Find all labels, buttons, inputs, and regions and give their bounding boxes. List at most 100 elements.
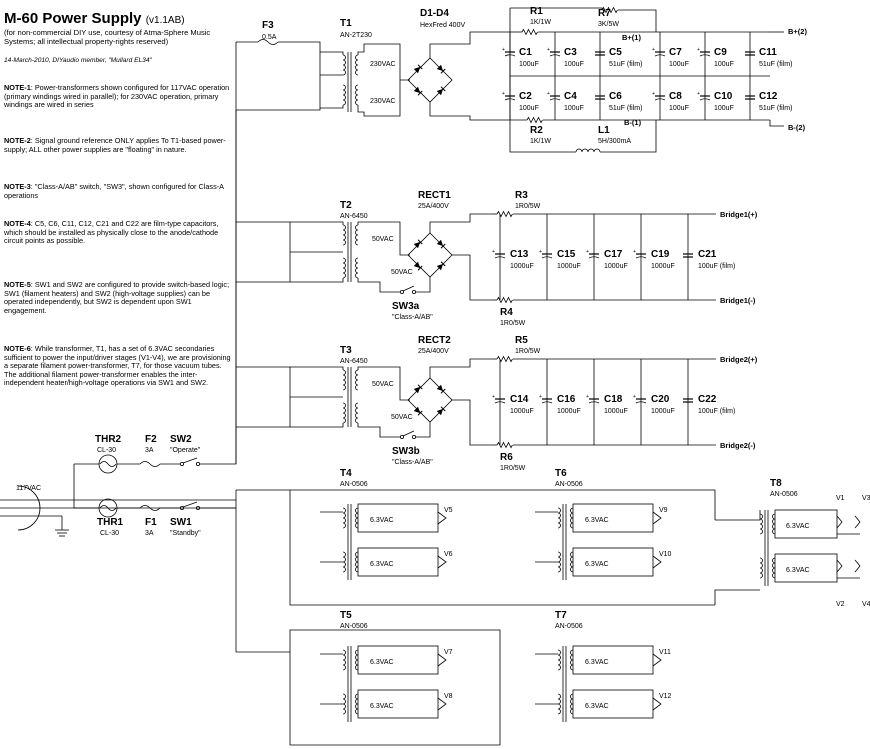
tube-v12: V12 bbox=[659, 693, 672, 700]
svg-text:6.3VAC: 6.3VAC bbox=[585, 561, 609, 568]
svg-text:1R0/5W: 1R0/5W bbox=[500, 465, 526, 472]
svg-text:T4: T4 bbox=[340, 468, 352, 479]
svg-text:C4: C4 bbox=[564, 91, 577, 102]
svg-text:50VAC: 50VAC bbox=[391, 414, 413, 421]
mains-input: 117VAC bbox=[0, 485, 236, 537]
l1-inductor: L1 5H/300mA bbox=[575, 125, 631, 153]
svg-text:6.3VAC: 6.3VAC bbox=[370, 517, 394, 524]
mains-label: 117VAC bbox=[16, 485, 41, 492]
svg-text:C12: C12 bbox=[759, 91, 778, 102]
svg-text:R1: R1 bbox=[530, 6, 543, 17]
svg-text:100uF: 100uF bbox=[669, 61, 689, 68]
note-1: NOTE-1: Power-transformers shown configu… bbox=[4, 83, 230, 110]
bridge-section-1: T2AN-645050VAC50VACSW3a"Class-A/AB"RECT1… bbox=[236, 190, 758, 327]
svg-text:D1-D4: D1-D4 bbox=[420, 8, 449, 19]
terminal-b-minus-1: B-(1) bbox=[624, 118, 642, 127]
svg-text:25A/400V: 25A/400V bbox=[418, 203, 449, 210]
svg-text:100uF: 100uF bbox=[519, 61, 539, 68]
svg-text:C10: C10 bbox=[714, 91, 733, 102]
svg-text:C8: C8 bbox=[669, 91, 682, 102]
svg-text:T8: T8 bbox=[770, 478, 782, 489]
svg-text:"Class-A/AB": "Class-A/AB" bbox=[392, 314, 433, 321]
svg-text:T2: T2 bbox=[340, 200, 352, 211]
tube-v5: V5 bbox=[444, 507, 453, 514]
capacitor-c7: C7 100uF bbox=[651, 46, 689, 68]
svg-text:SW1: SW1 bbox=[170, 517, 192, 528]
svg-text:C20: C20 bbox=[651, 394, 670, 405]
capacitor-c8: C8 100uF bbox=[651, 90, 689, 112]
note-3: NOTE-3: "Class-A/AB" switch, "SW3", show… bbox=[4, 182, 224, 200]
svg-text:C3: C3 bbox=[564, 47, 577, 58]
r1-resistor: R1 1K/1W bbox=[521, 6, 551, 35]
capacitor-c1: C1 100uF bbox=[501, 46, 539, 68]
svg-text:THR1: THR1 bbox=[97, 517, 124, 528]
svg-text:C9: C9 bbox=[714, 47, 727, 58]
svg-text:230VAC: 230VAC bbox=[370, 98, 396, 105]
bridge-sections: T2AN-645050VAC50VACSW3a"Class-A/AB"RECT1… bbox=[236, 190, 758, 472]
svg-text:3A: 3A bbox=[145, 530, 154, 537]
svg-text:C13: C13 bbox=[510, 249, 529, 260]
svg-text:1R0/5W: 1R0/5W bbox=[515, 348, 541, 355]
svg-text:C2: C2 bbox=[519, 91, 532, 102]
svg-text:L1: L1 bbox=[598, 125, 610, 136]
svg-text:51uF (film): 51uF (film) bbox=[609, 61, 642, 68]
svg-text:R2: R2 bbox=[530, 125, 543, 136]
thr2: THR2 CL-30 bbox=[95, 434, 122, 474]
svg-text:230VAC: 230VAC bbox=[370, 61, 396, 68]
sw3a-switch: SW3a "Class-A/AB" bbox=[392, 285, 433, 321]
terminal-bridge2-minus: Bridge2(-) bbox=[720, 441, 756, 450]
svg-text:R3: R3 bbox=[515, 190, 528, 201]
tube-v4: V4 bbox=[862, 601, 870, 608]
notes-panel: M-60 Power Supply (v1.1AB) (for non-comm… bbox=[0, 0, 232, 420]
svg-text:C7: C7 bbox=[669, 47, 682, 58]
svg-text:1000uF: 1000uF bbox=[604, 263, 628, 270]
svg-text:50VAC: 50VAC bbox=[372, 236, 394, 243]
svg-text:6.3VAC: 6.3VAC bbox=[585, 659, 609, 666]
subtitle: (for non-commercial DIY use, courtesy of… bbox=[4, 28, 211, 46]
svg-text:100uF: 100uF bbox=[714, 105, 734, 112]
svg-text:C16: C16 bbox=[557, 394, 576, 405]
svg-text:SW3a: SW3a bbox=[392, 301, 420, 312]
svg-text:F2: F2 bbox=[145, 434, 157, 445]
terminal-b-plus-1: B+(1) bbox=[622, 33, 641, 42]
svg-text:"Class-A/AB": "Class-A/AB" bbox=[392, 459, 433, 466]
svg-text:R7: R7 bbox=[598, 8, 611, 19]
svg-text:1K/1W: 1K/1W bbox=[530, 138, 551, 145]
tube-v10: V10 bbox=[659, 551, 672, 558]
note-5: NOTE-5: SW1 and SW2 are configured to pr… bbox=[4, 280, 230, 315]
capacitor-c3: C3 100uF bbox=[546, 46, 584, 68]
terminal-bridge1-minus: Bridge1(-) bbox=[720, 296, 756, 305]
svg-text:6.3VAC: 6.3VAC bbox=[585, 703, 609, 710]
svg-text:50VAC: 50VAC bbox=[372, 381, 394, 388]
svg-text:C5: C5 bbox=[609, 47, 622, 58]
svg-text:6.3VAC: 6.3VAC bbox=[370, 561, 394, 568]
svg-text:25A/400V: 25A/400V bbox=[418, 348, 449, 355]
r7-resistor: R7 3K/5W bbox=[598, 7, 619, 28]
svg-text:C1: C1 bbox=[519, 47, 532, 58]
svg-text:R4: R4 bbox=[500, 307, 513, 318]
svg-text:100uF: 100uF bbox=[669, 105, 689, 112]
svg-text:6.3VAC: 6.3VAC bbox=[370, 659, 394, 666]
svg-text:1000uF: 1000uF bbox=[557, 408, 581, 415]
svg-text:C22: C22 bbox=[698, 394, 717, 405]
terminal-bridge1-plus: Bridge1(+) bbox=[720, 210, 758, 219]
svg-text:100uF: 100uF bbox=[714, 61, 734, 68]
svg-text:AN-0506: AN-0506 bbox=[340, 623, 368, 630]
svg-text:AN-6450: AN-6450 bbox=[340, 358, 368, 365]
svg-text:6.3VAC: 6.3VAC bbox=[786, 567, 810, 574]
svg-text:1000uF: 1000uF bbox=[651, 263, 675, 270]
svg-text:51uF (film): 51uF (film) bbox=[609, 105, 642, 112]
tube-v8: V8 bbox=[444, 693, 453, 700]
svg-text:C15: C15 bbox=[557, 249, 576, 260]
svg-text:100uF: 100uF bbox=[564, 61, 584, 68]
svg-text:T7: T7 bbox=[555, 610, 567, 621]
